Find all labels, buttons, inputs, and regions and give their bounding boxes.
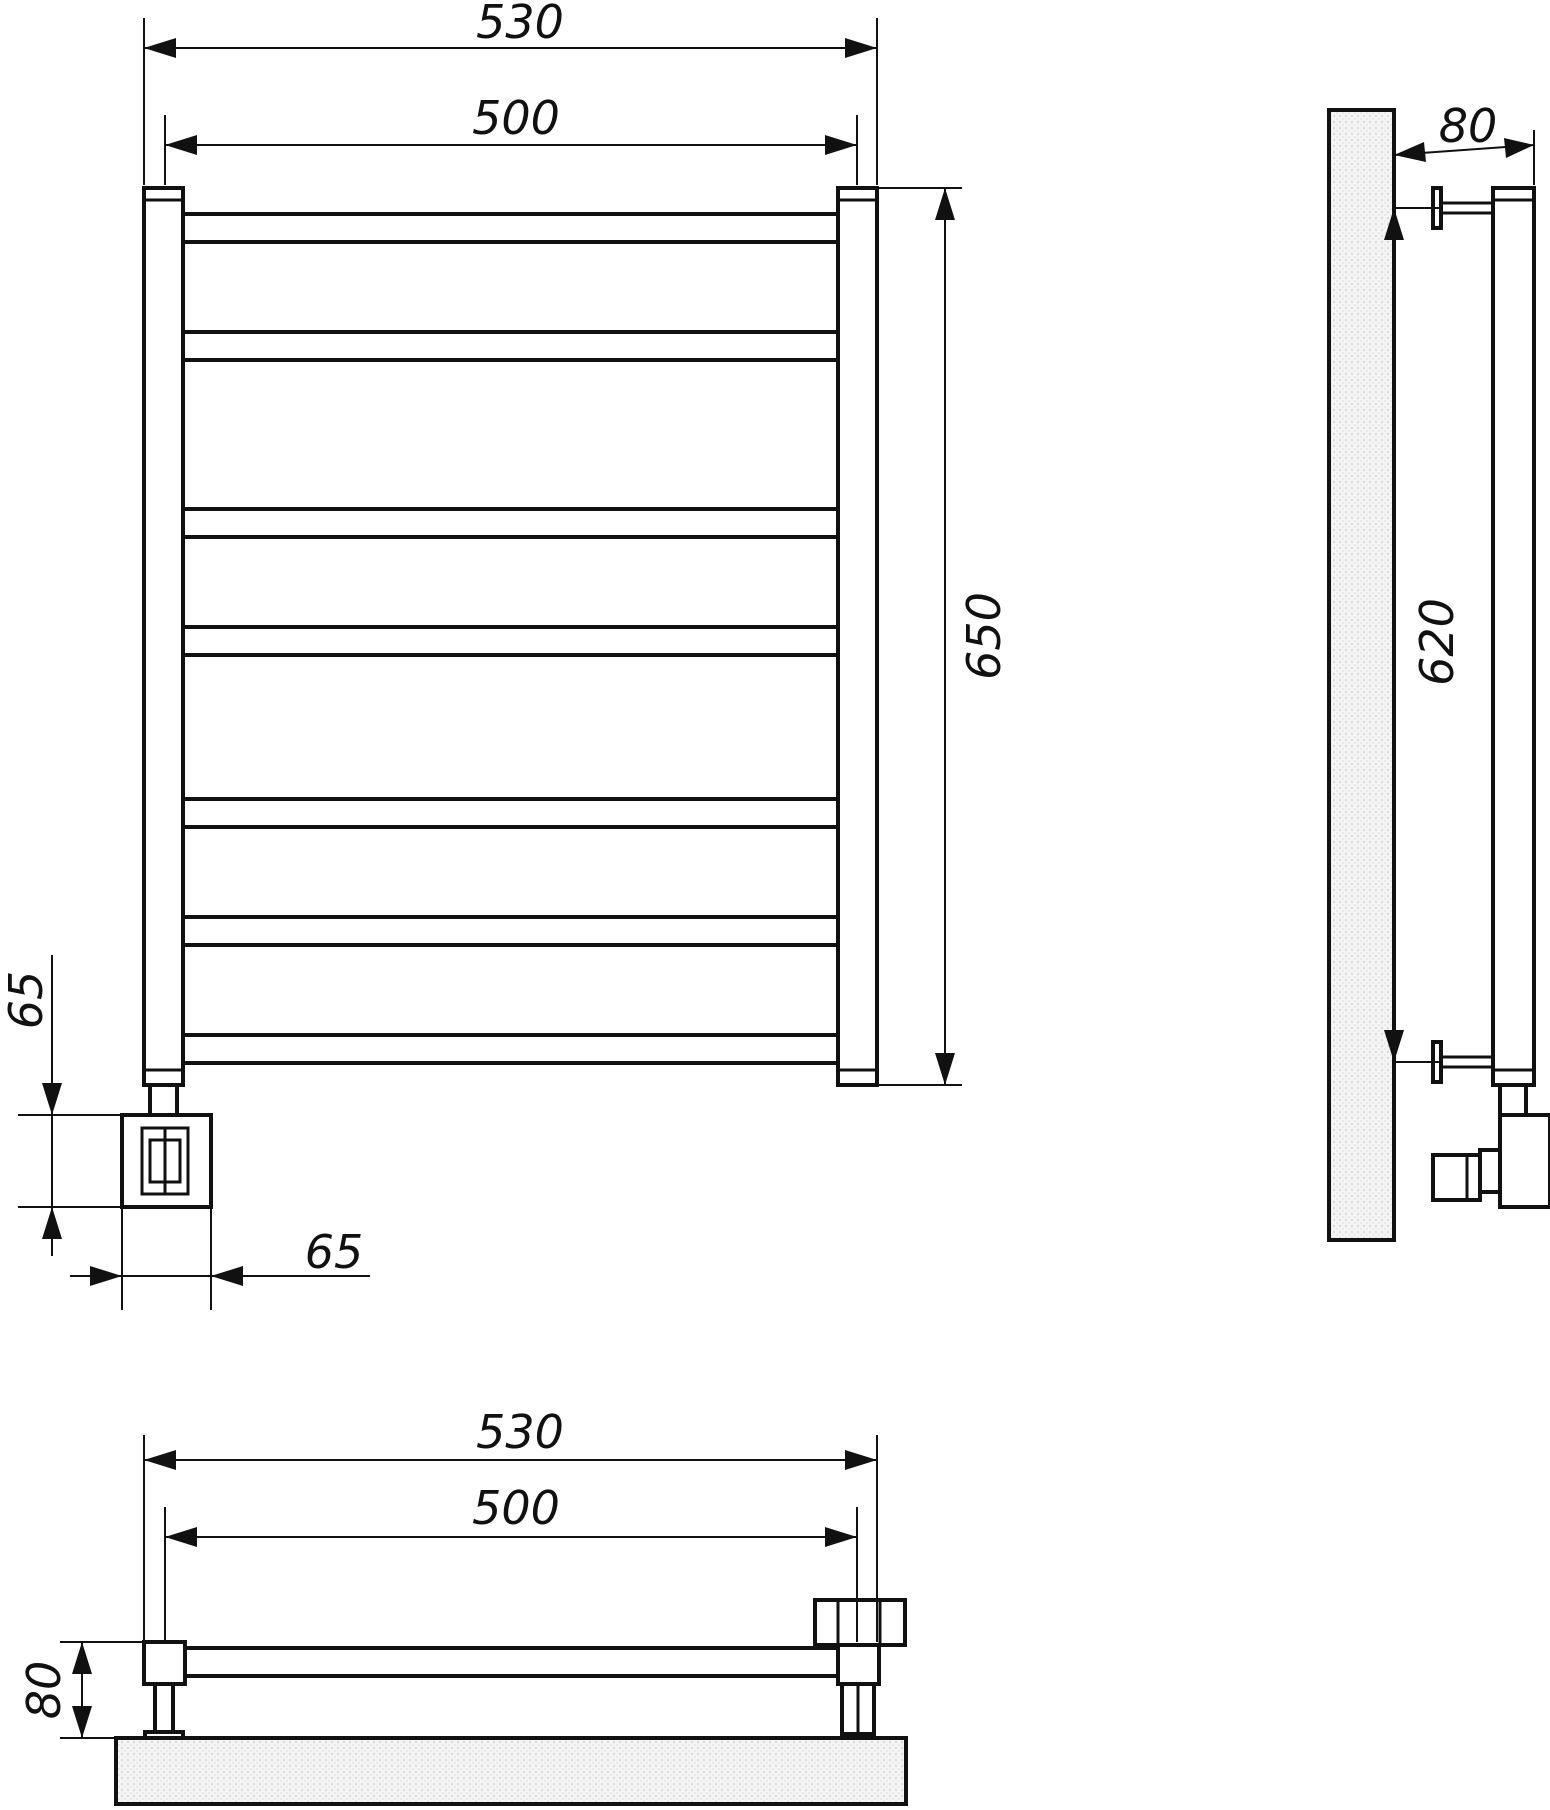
towel-rail-rungs [181, 212, 840, 1065]
dim-label-65-vertical: 65 [0, 971, 53, 1030]
top-right-valve [813, 1598, 907, 1736]
rung-5 [181, 797, 840, 829]
lower-wall-mount [1431, 1040, 1493, 1084]
rung-3 [181, 507, 840, 539]
dimension-connector-height: 65 [0, 955, 122, 1256]
dimension-inner-width: 500 [164, 91, 858, 185]
rung-4 [181, 625, 840, 657]
top-dim-label-500: 500 [472, 1481, 560, 1535]
dimension-height: 650 [877, 187, 1011, 1086]
top-dim-label-80: 80 [17, 1661, 71, 1720]
wall-section [1327, 108, 1396, 1242]
dim-label-500: 500 [472, 91, 560, 145]
dim-label-65-horizontal: 65 [305, 1225, 364, 1279]
top-rail-tube [181, 1646, 840, 1678]
rung-1 [181, 212, 840, 244]
side-dimension-depth: 80 [1393, 99, 1535, 185]
rung-2 [181, 330, 840, 362]
side-dimension-mount-distance: 620 [1384, 207, 1464, 1063]
side-dim-label-80: 80 [1439, 99, 1498, 153]
side-view: 80 620 [1327, 99, 1550, 1242]
top-dimension-inner-width: 500 [164, 1481, 858, 1642]
top-wall-section [114, 1736, 908, 1806]
rung-6 [181, 915, 840, 947]
dim-label-650: 650 [957, 592, 1011, 680]
top-view: 530 500 80 [17, 1405, 908, 1806]
left-vertical-tube [142, 186, 185, 1087]
side-vertical-tube [1491, 186, 1536, 1087]
front-view: 530 500 650 65 [0, 0, 1011, 1310]
right-vertical-tube [836, 186, 879, 1087]
side-valve [1431, 1083, 1550, 1209]
upper-wall-mount [1431, 186, 1493, 230]
top-dimension-depth: 80 [17, 1641, 144, 1739]
top-left-post [142, 1640, 187, 1740]
top-dimension-overall-width: 530 [143, 1405, 878, 1642]
dim-label-530: 530 [476, 0, 564, 49]
bottom-connector [120, 1083, 213, 1209]
side-dim-label-620: 620 [1410, 598, 1464, 686]
dimension-connector-width: 65 [70, 1207, 370, 1310]
rung-7 [181, 1033, 840, 1065]
dimension-overall-width: 530 [143, 0, 878, 185]
top-dim-label-530: 530 [476, 1405, 564, 1459]
